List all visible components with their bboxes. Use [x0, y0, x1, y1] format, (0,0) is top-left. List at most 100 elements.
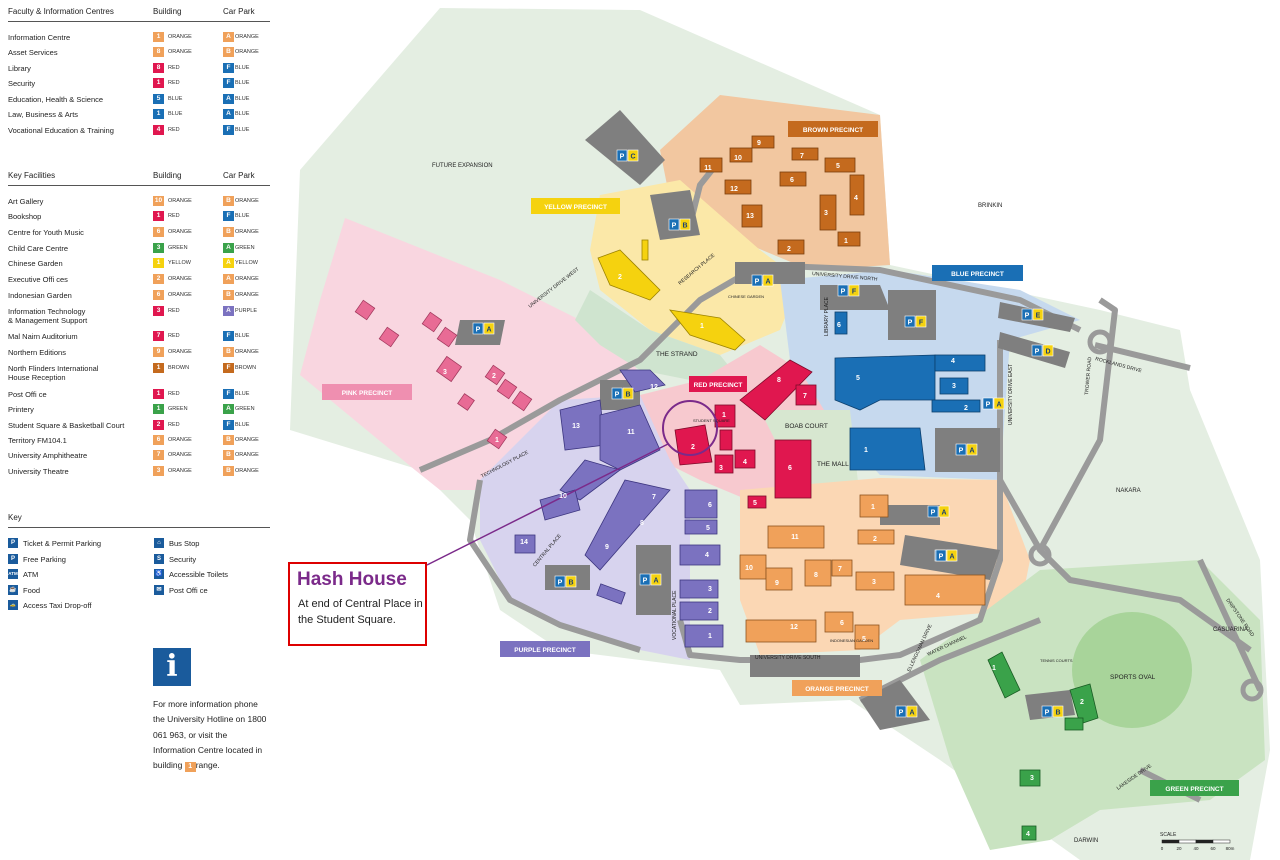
building: [684, 489, 718, 519]
building-colour-label: GREEN: [168, 406, 188, 412]
map-label-darwin: DARWIN: [1074, 838, 1098, 844]
building: [584, 479, 671, 571]
map-label-the-mall: THE MALL: [817, 461, 849, 468]
building-number: 1: [864, 447, 868, 454]
building-colour-label: RED: [168, 80, 180, 86]
parking-badge: [982, 397, 994, 410]
building-number: 11: [791, 534, 799, 541]
info-text: For more information phone the Universit…: [153, 697, 268, 773]
building-colour-label: ORANGE: [168, 349, 192, 355]
key-item-label: Post Offi ce: [169, 586, 208, 595]
building-number: 13: [572, 423, 580, 430]
car-park-colour-label: BLUE: [235, 391, 250, 397]
red-buildings: [674, 359, 817, 509]
car-park-colour-label: YELLOW: [235, 260, 258, 266]
legend-row-name: North Flinders International House Recep…: [8, 364, 99, 382]
building-colour-label: YELLOW: [168, 260, 191, 266]
hash-house-marker[interactable]: [662, 400, 718, 456]
parking-badge: [946, 549, 958, 562]
precinct-tag-pink: [322, 384, 412, 400]
parking-badge: [966, 443, 978, 456]
building-chip: 4: [153, 125, 164, 135]
building: [855, 571, 895, 591]
legend-row[interactable]: Information Technology & Management Supp…: [8, 305, 270, 325]
parking-badge-letter: P: [558, 580, 563, 587]
building: [457, 393, 475, 411]
car-park-chip: B: [223, 450, 234, 460]
building: [739, 359, 813, 421]
strand-area: [575, 290, 740, 380]
building-number: 2: [873, 536, 877, 543]
building: [1021, 825, 1037, 841]
legend-row[interactable]: North Flinders International House Recep…: [8, 362, 270, 382]
parking-badge-letter: P: [959, 448, 964, 455]
building-chip: 3: [153, 243, 164, 253]
building-number: 6: [790, 177, 794, 184]
building-number: 12: [650, 384, 658, 391]
parking-badge-letter: A: [765, 279, 770, 286]
parking-badge-letter: A: [969, 448, 974, 455]
parking-badge: [668, 218, 680, 231]
building: [831, 559, 853, 577]
building: [819, 194, 837, 231]
parking-badge: [762, 274, 774, 287]
scale-tick: 20: [1176, 846, 1182, 851]
building: [747, 495, 767, 509]
building-chip: 1: [153, 389, 164, 399]
building-number: 4: [951, 358, 955, 365]
parking-badge: [935, 549, 947, 562]
car-park-block: [820, 285, 890, 310]
section-title: Faculty & Information Centres: [8, 7, 114, 16]
parking-badge: [837, 284, 849, 297]
parking-badge-letter: B: [625, 392, 630, 399]
building-colour-label: BLUE: [168, 111, 183, 117]
building-number: 4: [1026, 831, 1030, 838]
car-park-block: [888, 290, 936, 340]
callout-text: At end of Central Place in the Student S…: [298, 598, 423, 626]
map-label-casuarina: CASUARINA: [1213, 627, 1248, 633]
precinct-tag-brown: [788, 121, 878, 137]
building-colour-label: RED: [168, 308, 180, 314]
legend-row-name: Student Square & Basketball Court: [8, 421, 125, 430]
key-item-label: ATM: [23, 570, 39, 579]
building: [1064, 717, 1084, 731]
key-title: Key: [8, 513, 22, 522]
car-park-chip: A: [223, 109, 234, 119]
hash-house-callout[interactable]: Hash House At end of Central Place in th…: [288, 562, 427, 646]
building: [619, 369, 666, 393]
precinct-tag-red: [689, 376, 747, 392]
pink-buildings: [354, 299, 533, 450]
legend-row-name: Northern Editions: [8, 348, 66, 357]
parking-badge: [955, 443, 967, 456]
building-number: 5: [753, 500, 757, 507]
building-number: 4: [743, 459, 747, 466]
car-park-block: [585, 110, 665, 185]
car-park-block: [750, 655, 860, 677]
building: [849, 427, 926, 471]
yellow-buildings: [597, 239, 746, 351]
